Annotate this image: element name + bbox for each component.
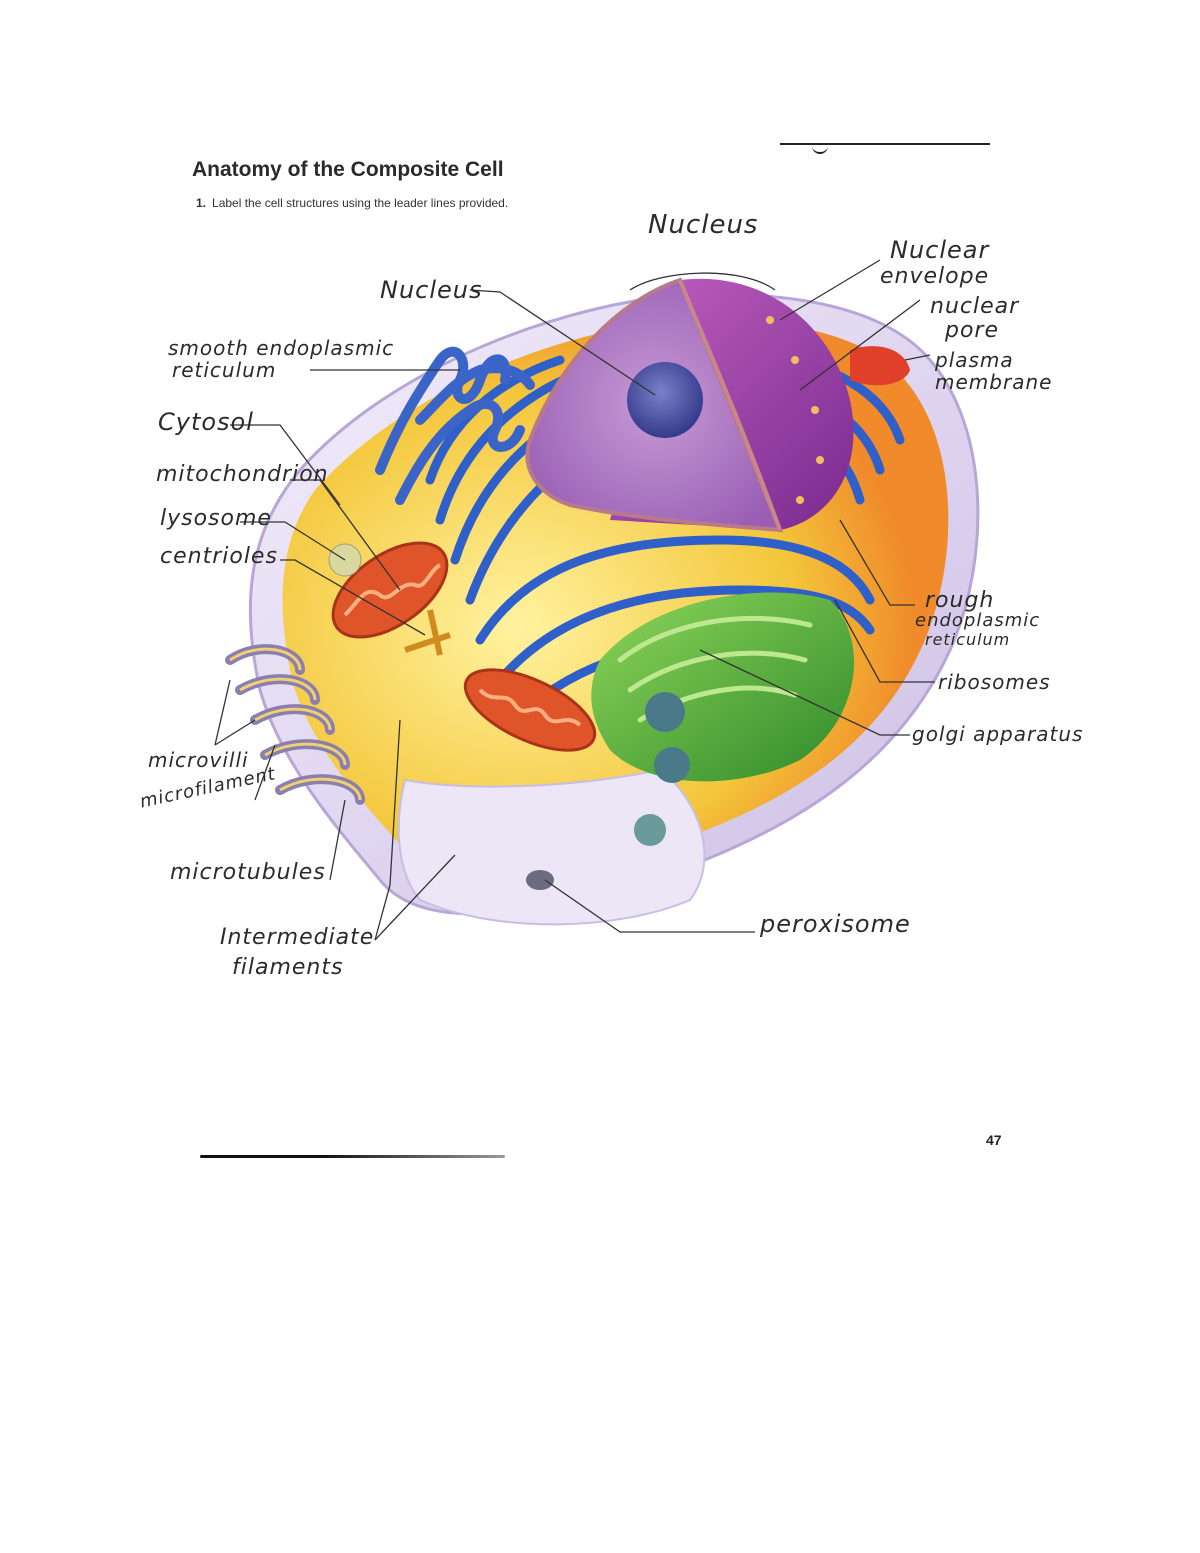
leader-lines bbox=[214, 259, 935, 941]
label-intermediate-1: Intermediate bbox=[220, 925, 375, 950]
page-title: Anatomy of the Composite Cell bbox=[192, 158, 504, 181]
label-nucleus: Nucleus bbox=[380, 276, 483, 304]
label-intermediate-2: filaments bbox=[232, 955, 344, 980]
top-line-mark bbox=[812, 144, 828, 154]
label-microvilli: microvilli bbox=[148, 748, 249, 772]
label-peroxisome: peroxisome bbox=[760, 910, 911, 938]
peroxisome-shape bbox=[526, 870, 554, 890]
golgi-apparatus bbox=[591, 592, 854, 782]
label-microtubules: microtubules bbox=[170, 860, 326, 885]
label-plasma-membrane-1: plasma bbox=[935, 348, 1014, 372]
label-nuclear-pore-2: pore bbox=[945, 318, 1000, 343]
label-smooth-er-1: smooth endoplasmic bbox=[168, 336, 395, 360]
label-smooth-er-2: reticulum bbox=[172, 358, 277, 382]
mitochondrion-1 bbox=[331, 541, 449, 639]
other-organelles bbox=[328, 346, 910, 890]
label-nuclear-pore-1: nuclear bbox=[930, 294, 1020, 319]
top-name-line bbox=[780, 143, 990, 145]
nucleolus bbox=[627, 362, 703, 438]
nucleus-cut-face bbox=[678, 279, 782, 531]
label-nucleus-top: Nucleus bbox=[648, 210, 759, 240]
mitochondria bbox=[331, 541, 597, 752]
vesicle-2 bbox=[654, 747, 690, 783]
instruction-text: Label the cell structures using the lead… bbox=[212, 196, 509, 210]
label-rough-er-3: reticulum bbox=[925, 630, 1011, 649]
label-golgi: golgi apparatus bbox=[912, 722, 1084, 746]
nuclear-pores bbox=[766, 316, 824, 504]
instruction: 1. Label the cell structures using the le… bbox=[196, 196, 508, 210]
vesicle-1 bbox=[645, 692, 685, 732]
label-rough-er-1: rough bbox=[925, 588, 995, 613]
cell-wall-cutaway bbox=[397, 768, 706, 926]
instruction-number: 1. bbox=[196, 196, 207, 210]
vesicle-3 bbox=[634, 814, 666, 846]
label-plasma-membrane-2: membrane bbox=[935, 370, 1053, 394]
label-centrioles: centrioles bbox=[160, 544, 278, 569]
red-organelle bbox=[850, 346, 910, 386]
label-lysosome: lysosome bbox=[160, 506, 272, 531]
centrioles-shape bbox=[404, 609, 451, 656]
page-number: 47 bbox=[986, 1132, 1002, 1148]
label-cytosol: Cytosol bbox=[158, 408, 254, 436]
label-rough-er-2: endoplasmic bbox=[915, 610, 1041, 631]
label-ribosomes: ribosomes bbox=[938, 670, 1051, 694]
bottom-rule bbox=[200, 1155, 505, 1158]
label-nuclear-envelope-2: envelope bbox=[880, 264, 990, 289]
label-mitochondrion: mitochondrion bbox=[156, 462, 329, 487]
smooth-er bbox=[375, 346, 535, 505]
label-nuclear-envelope-1: Nuclear bbox=[890, 236, 990, 264]
